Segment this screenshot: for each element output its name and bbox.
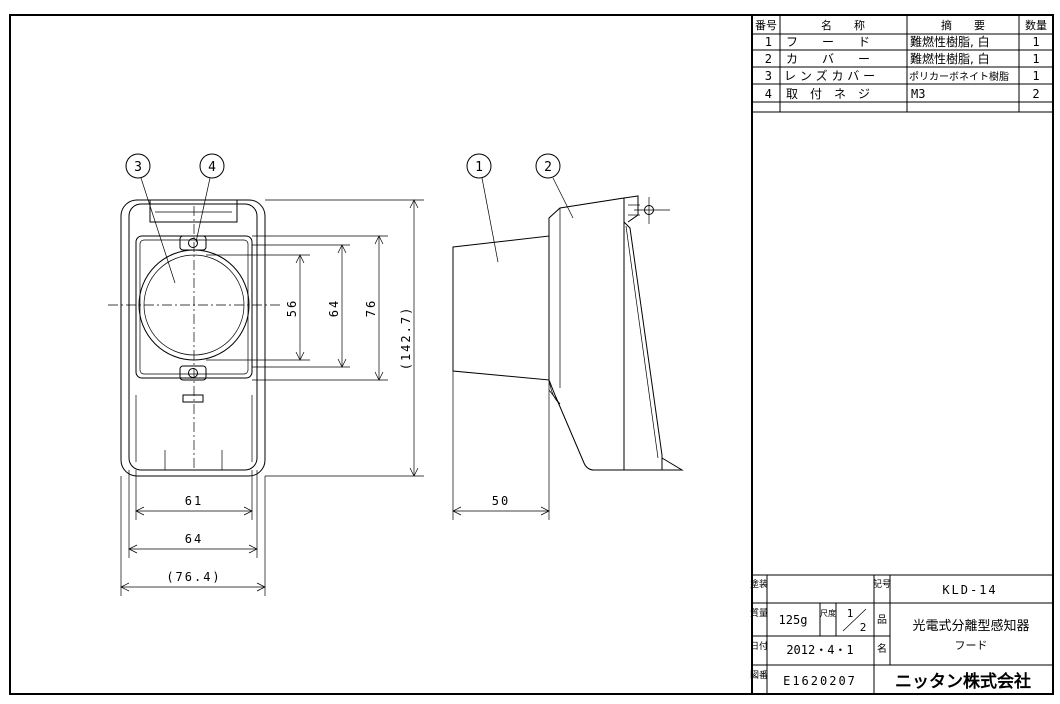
- balloons: 3 4 1 2: [125, 153, 574, 284]
- row3-qty: 1: [1032, 69, 1039, 83]
- dim-56: 56: [285, 299, 299, 317]
- balloon-3-label: 3: [134, 160, 142, 175]
- title-block: 塗装 記号 KLD-14 質量 125g 尺度 1 2 品 名 光電式分離型感知…: [750, 574, 1053, 694]
- date-label: 日付: [750, 641, 768, 652]
- row4-summary: M3: [911, 87, 925, 101]
- row1-summary: 難燃性樹脂, 白: [910, 34, 990, 49]
- dim-76-4: (76.4): [166, 570, 221, 584]
- front-dimensions: 56 64 76 (142.7) 61 64 (76.4): [120, 199, 424, 596]
- side-dimensions: 50: [452, 371, 550, 520]
- row1-name: フ ー ド: [786, 35, 870, 49]
- model-number: KLD-14: [942, 583, 997, 597]
- row3-no: 3: [765, 69, 772, 83]
- drawing-number: E1620207: [783, 674, 857, 688]
- company-logo: ニッタン株式会社: [895, 671, 1031, 692]
- product-sub: フード: [955, 639, 988, 652]
- header-no: 番号: [755, 19, 777, 32]
- dim-50: 50: [492, 494, 510, 508]
- paint-label: 塗装: [750, 578, 768, 590]
- row1-no: 1: [765, 35, 772, 49]
- balloon-3: [125, 153, 151, 179]
- side-view: [452, 195, 684, 471]
- balloon-2-label: 2: [544, 160, 552, 175]
- row1-qty: 1: [1032, 35, 1039, 49]
- row4-no: 4: [765, 87, 772, 101]
- balloon-1-label: 1: [475, 160, 483, 175]
- row4-qty: 2: [1032, 87, 1039, 101]
- dim-61: 61: [185, 494, 203, 508]
- scale-denominator: 2: [860, 621, 867, 634]
- row2-no: 2: [765, 52, 772, 66]
- parts-table: 番号 名 称 摘 要 数量 1 フ ー ド 難燃性樹脂, 白 1 2 カ バ ー…: [751, 15, 1053, 694]
- balloon-2: [535, 153, 561, 179]
- product-label: 品: [877, 614, 887, 626]
- header-name: 名 称: [821, 18, 865, 32]
- scale-numerator: 1: [847, 607, 854, 620]
- product-name: 光電式分離型感知器: [912, 618, 1029, 634]
- name-label: 名: [877, 642, 887, 655]
- header-qty: 数量: [1025, 19, 1047, 32]
- scale-label: 尺度: [820, 608, 836, 618]
- symbol-label: 記号: [873, 578, 891, 590]
- row2-qty: 1: [1032, 52, 1039, 66]
- sheet-border: [9, 14, 1054, 695]
- dim-76-vertical: 76: [364, 299, 378, 317]
- front-view: [108, 199, 280, 477]
- dim-64-vertical: 64: [327, 299, 341, 317]
- mass-label: 質量: [750, 607, 768, 619]
- date-value: 2012・4・1: [786, 643, 853, 657]
- balloon-4: [199, 153, 225, 179]
- balloon-1: [466, 153, 492, 179]
- row3-name: レ ン ズ カ バ ー: [784, 68, 875, 83]
- header-summary: 摘 要: [941, 18, 985, 32]
- row2-name: カ バ ー: [786, 52, 870, 66]
- balloon-4-label: 4: [208, 160, 216, 175]
- dim-142-7: (142.7): [399, 306, 413, 371]
- row3-summary: ポリカーボネイト樹脂: [909, 70, 1009, 83]
- row4-name: 取 付 ネ ジ: [786, 87, 870, 101]
- dim-64-horizontal: 64: [185, 532, 203, 546]
- mass-value: 125g: [779, 613, 808, 627]
- drawing-no-label: 図番: [750, 669, 768, 681]
- row2-summary: 難燃性樹脂, 白: [910, 51, 990, 66]
